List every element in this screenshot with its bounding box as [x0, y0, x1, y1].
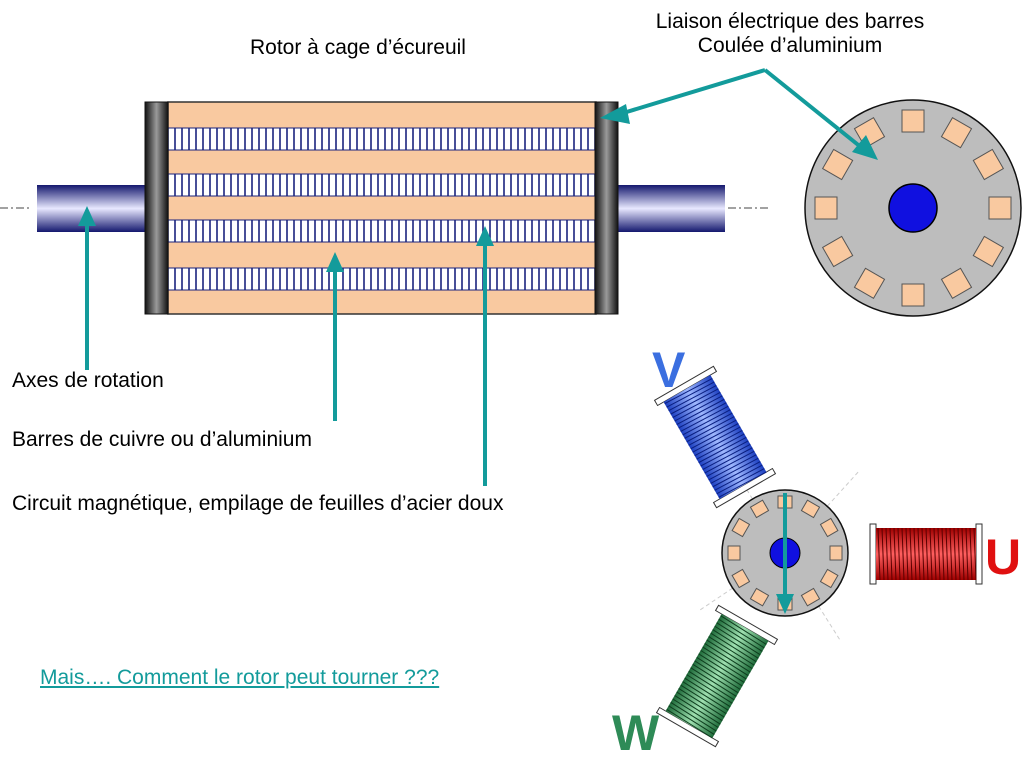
coil-w — [655, 604, 779, 748]
disc-slot — [940, 116, 973, 149]
shaft-right — [615, 185, 725, 232]
disc-slot — [972, 148, 1005, 181]
disc-slot — [821, 235, 854, 268]
bar-row — [167, 173, 597, 197]
phase-u-label: U — [985, 529, 1022, 585]
rotor-title: Rotor à cage d’écureuil — [250, 36, 466, 59]
disc-slot — [814, 196, 838, 220]
coil-u — [869, 523, 983, 585]
label-barres: Barres de cuivre ou d’aluminium — [12, 428, 312, 451]
coil-v — [653, 365, 777, 509]
disc-slot — [853, 267, 886, 300]
end-ring-right — [594, 101, 619, 315]
small-slot — [800, 587, 821, 607]
label-circuit: Circuit magnétique, empilage de feuilles… — [12, 492, 504, 515]
three-phase-stator — [653, 365, 983, 748]
disc-slot — [940, 267, 973, 300]
phase-v-label: V — [652, 342, 686, 398]
small-slot — [749, 587, 770, 607]
disc-slot — [972, 235, 1005, 268]
phase-w-label: W — [612, 705, 660, 761]
rotor-cross-section — [804, 99, 1022, 317]
small-slot — [749, 499, 770, 519]
small-slot — [731, 517, 751, 538]
bar-row — [167, 267, 597, 291]
disc-slot — [901, 283, 925, 307]
small-slot — [819, 517, 839, 538]
liaison-title: Liaison électrique des barres Coulée d’a… — [600, 10, 980, 58]
conductor-bars — [167, 127, 597, 291]
arrow-liaison-ring — [619, 68, 766, 116]
arrow-liaison-disc — [763, 68, 864, 150]
disc-slot — [821, 148, 854, 181]
small-slot — [829, 545, 843, 561]
small-slot — [800, 499, 821, 519]
bar-row — [167, 127, 597, 151]
question-link[interactable]: Mais…. Comment le rotor peut tourner ??? — [40, 666, 440, 689]
label-axes: Axes de rotation — [12, 369, 164, 392]
small-slot — [731, 568, 751, 589]
small-slot — [727, 545, 741, 561]
liaison-line-1: Liaison électrique des barres — [655, 10, 925, 33]
disc-shaft — [888, 183, 938, 233]
end-ring-left — [144, 101, 169, 315]
bar-row — [167, 219, 597, 243]
liaison-line-2: Coulée d’aluminium — [697, 34, 883, 57]
rotor-body — [167, 101, 597, 315]
disc-slot — [901, 109, 925, 133]
disc-slot — [988, 196, 1012, 220]
small-slot — [819, 568, 839, 589]
